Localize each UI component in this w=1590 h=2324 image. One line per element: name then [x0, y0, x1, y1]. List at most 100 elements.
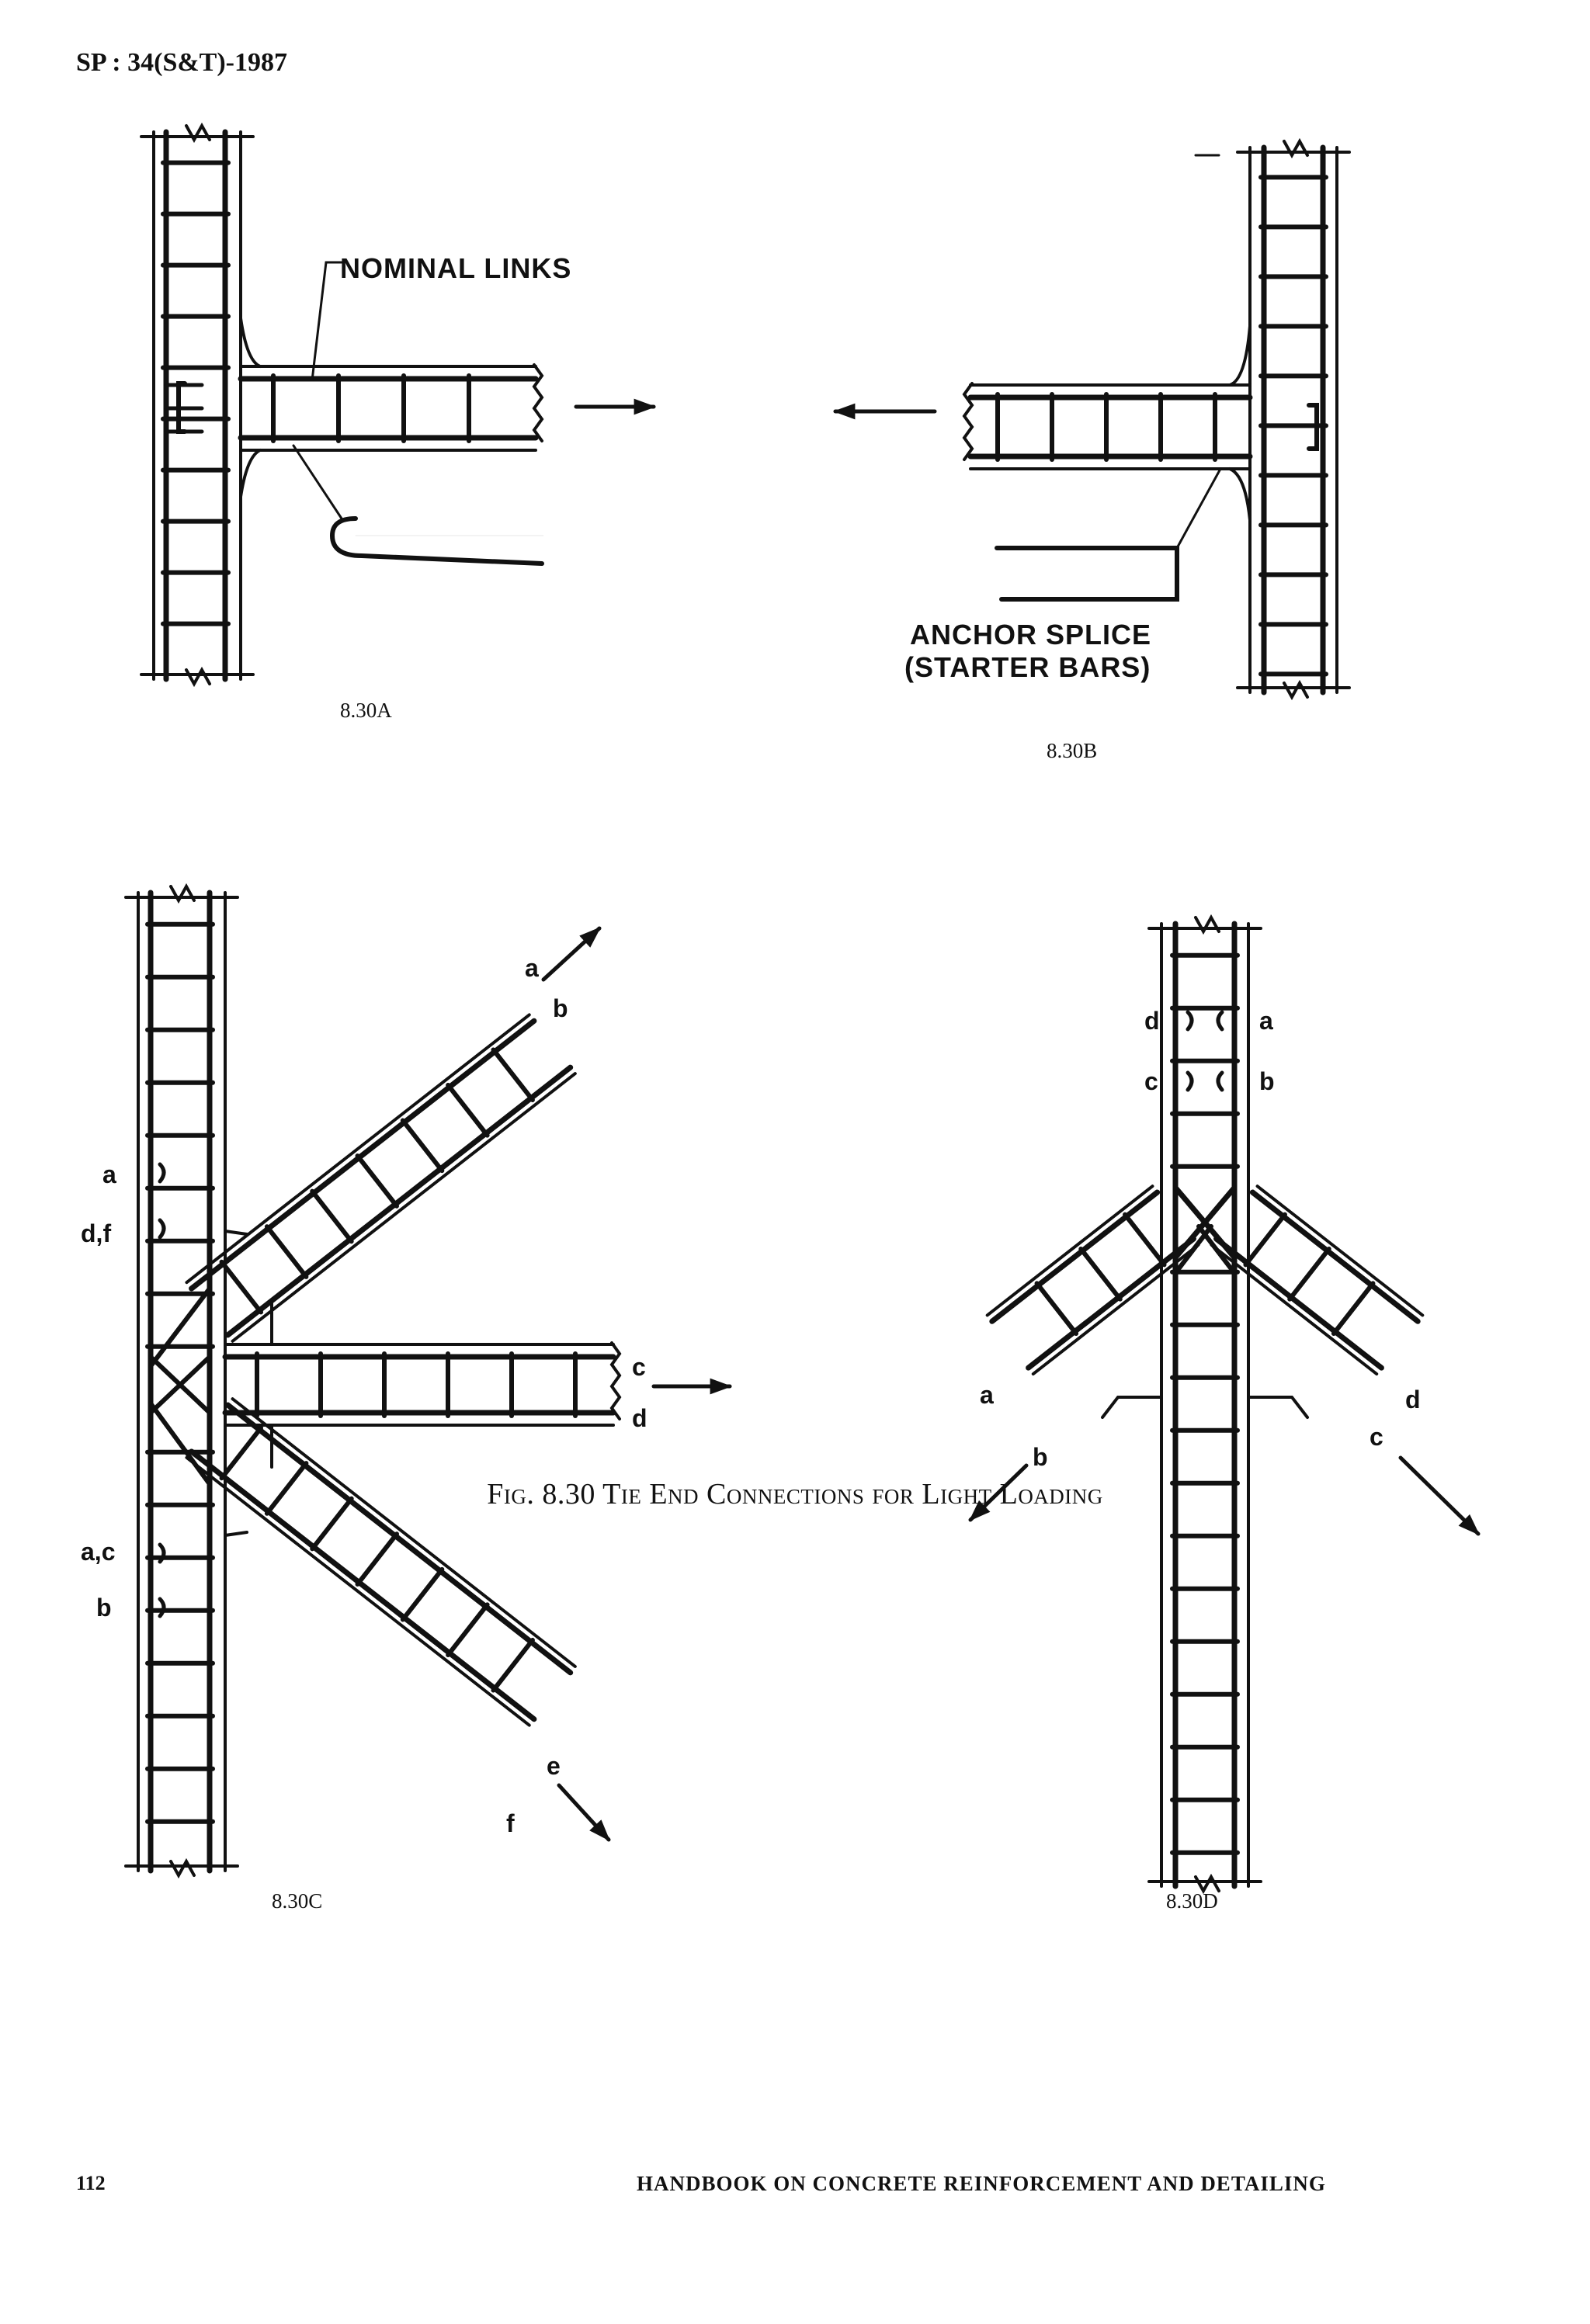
- panel-d-mark-c: c: [1144, 1067, 1158, 1095]
- cross-bar: [1196, 1224, 1237, 1275]
- diagonal-tie-link: [400, 1566, 445, 1622]
- break-mark: [169, 1857, 196, 1879]
- diagonal-tie-link: [1287, 1247, 1331, 1302]
- diagonal-tie-bar: [185, 1013, 531, 1285]
- caption-8-30d: 8.30D: [1166, 1889, 1218, 1913]
- panel-b-note-line1: ANCHOR SPLICE: [910, 619, 1151, 650]
- diagonal-tie-bar: [989, 1189, 1161, 1324]
- panel-c-mark-a-left: a: [102, 1160, 116, 1188]
- diagonal-tie-link: [491, 1047, 535, 1103]
- starter-bar: [995, 546, 1179, 602]
- panel-c-mark-c: c: [632, 1353, 646, 1381]
- document-code: SP : 34(S&T)-1987: [76, 48, 287, 77]
- panel-c-mark-ac-left: a,c: [81, 1538, 115, 1566]
- cross-bar: [148, 1286, 212, 1368]
- panel-c-mark-df-left: d,f: [81, 1219, 111, 1247]
- diagonal-tie-link: [355, 1531, 399, 1587]
- diagonal-tie-link: [1243, 1212, 1287, 1268]
- tension-arrow-c-mid-head: [710, 1378, 732, 1395]
- panel-c-mark-e: e: [547, 1752, 561, 1780]
- break-mark: [609, 1341, 622, 1420]
- panel-c-mark-b: b: [553, 994, 568, 1022]
- outline-stroke: [239, 449, 262, 498]
- outline-stroke: [1228, 324, 1252, 387]
- diagonal-tie-bar: [1249, 1189, 1421, 1324]
- break-mark: [962, 382, 974, 461]
- panel-d-mark-a-left: a: [980, 1381, 994, 1409]
- diagonal-tie-bar: [1031, 1243, 1200, 1376]
- cross-bar: [148, 1355, 212, 1415]
- diagonal-tie-bar: [1026, 1236, 1196, 1371]
- tension-arrow-c-up-head: [579, 927, 602, 948]
- caption-8-30c: 8.30C: [272, 1889, 323, 1913]
- diagonal-tie-link: [1078, 1247, 1123, 1302]
- break-mark: [1283, 679, 1309, 701]
- cross-bar: [148, 1401, 212, 1486]
- outline-stroke: [1228, 467, 1252, 522]
- diagonal-tie-bar: [189, 1018, 537, 1292]
- page-number: 112: [76, 2172, 106, 2194]
- outline-stroke: [1247, 1396, 1309, 1419]
- diagonal-tie-link: [355, 1153, 399, 1209]
- outline-stroke: [224, 1531, 248, 1554]
- break-mark: [185, 666, 211, 688]
- panel-c-mark-b-left: b: [96, 1594, 112, 1622]
- hook-bar: [164, 383, 204, 434]
- panel-b-note-line2: (STARTER BARS): [904, 651, 1151, 683]
- tension-arrow-a-head: [634, 398, 656, 415]
- panel-c-mark-f: f: [506, 1809, 515, 1837]
- tension-arrow-d-right-head: [1458, 1514, 1481, 1536]
- panel-d-mark-a: a: [1259, 1007, 1273, 1035]
- leader-line: [311, 261, 343, 382]
- diagonal-tie-bar: [185, 1455, 531, 1727]
- outline-stroke: [1101, 1396, 1163, 1419]
- panel-a-note: NOMINAL LINKS: [340, 252, 571, 284]
- panel-d-mark-b-left: b: [1033, 1443, 1048, 1471]
- break-mark: [169, 883, 196, 904]
- diagonal-tie-link: [446, 1083, 490, 1138]
- running-footer: HANDBOOK ON CONCRETE REINFORCEMENT AND D…: [637, 2172, 1326, 2195]
- cross-bar: [1172, 1185, 1238, 1261]
- diagonal-tie-link: [1034, 1281, 1079, 1336]
- break-mark: [1283, 137, 1309, 159]
- tension-arrow-d-left-head: [968, 1500, 991, 1522]
- diagonal-tie-link: [219, 1425, 264, 1481]
- diagonal-tie-bar: [224, 1402, 574, 1676]
- panel-c-mark-d: d: [632, 1404, 647, 1432]
- panel-d-mark-d: d: [1144, 1007, 1160, 1035]
- diagonal-tie-bar: [224, 1064, 574, 1338]
- diagonal-tie-link: [264, 1224, 309, 1279]
- bar-end-hook: [1186, 1010, 1224, 1092]
- break-mark: [532, 363, 544, 442]
- panel-d-mark-b: b: [1259, 1067, 1275, 1095]
- diagonal-tie-bar: [189, 1448, 537, 1722]
- diagonal-tie-bar: [231, 1072, 577, 1343]
- outline-stroke: [224, 1209, 248, 1236]
- leader-line: [1175, 467, 1222, 550]
- break-mark: [1194, 1873, 1220, 1895]
- diagonal-tie-bar: [985, 1185, 1154, 1317]
- panel-c-mark-a: a: [525, 954, 539, 982]
- diagonal-tie-link: [264, 1461, 309, 1516]
- caption-8-30b: 8.30B: [1047, 739, 1098, 762]
- diagonal-tie-link: [491, 1637, 535, 1693]
- diagonal-tie-link: [219, 1259, 264, 1315]
- diagonal-tie-bar: [1213, 1236, 1384, 1371]
- diagonal-tie-bar: [231, 1397, 577, 1668]
- anchor-u-bar: [329, 516, 544, 566]
- diagonal-tie-link: [1331, 1281, 1376, 1336]
- outline-stroke: [239, 317, 262, 368]
- diagonal-tie-link: [310, 1188, 354, 1244]
- hook-bar: [1307, 403, 1319, 451]
- diagonal-tie-bar: [1210, 1243, 1379, 1376]
- diagonal-tie-bar: [1255, 1185, 1425, 1317]
- break-mark: [1194, 914, 1220, 935]
- panel-d-mark-d-right: d: [1405, 1386, 1421, 1413]
- break-mark: [185, 122, 211, 144]
- panel-d-mark-c-right: c: [1370, 1423, 1383, 1451]
- tension-arrow-c-down-head: [589, 1819, 610, 1842]
- diagonal-tie-link: [310, 1496, 354, 1552]
- tension-arrow-b-head: [833, 403, 856, 420]
- caption-8-30a: 8.30A: [340, 699, 392, 722]
